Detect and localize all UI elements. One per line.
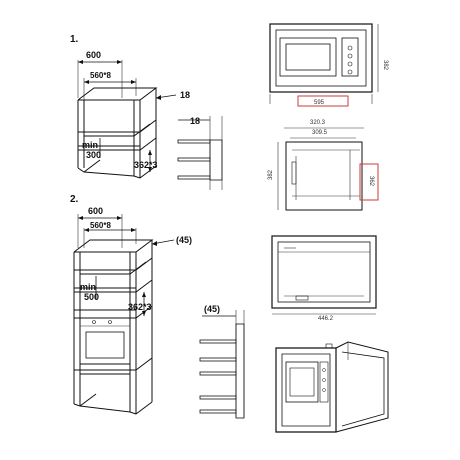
rear-view: 446.2 bbox=[271, 235, 377, 322]
opening-height-label-2: 362*3 bbox=[128, 302, 152, 312]
side-height-red: 362 bbox=[368, 176, 374, 187]
min-label-1: min bbox=[82, 140, 98, 150]
rear-width-label: 446.2 bbox=[318, 316, 334, 322]
side-width-top1: 320.3 bbox=[310, 120, 326, 126]
side-view: 320.3 309.5 382 362 bbox=[268, 120, 379, 211]
width-600-dimension-2 bbox=[77, 214, 123, 248]
height-highlight-box bbox=[359, 163, 379, 201]
installation-2: 2. 600 560*8 bbox=[70, 194, 245, 419]
detail-thickness-label-2: (45) bbox=[204, 304, 220, 314]
step-1-number: 1. bbox=[70, 34, 79, 45]
width-560-dimension-2 bbox=[83, 228, 137, 248]
width-560-dimension bbox=[83, 78, 137, 100]
detail-thickness-label-1: 18 bbox=[190, 116, 200, 126]
side-width-top2: 309.5 bbox=[312, 130, 328, 136]
panel-thickness-label-2: (45) bbox=[176, 235, 192, 245]
min-value-1: 300 bbox=[86, 150, 101, 160]
min-label-2: min bbox=[80, 282, 96, 292]
width-highlight-box bbox=[297, 95, 349, 107]
step-2-number: 2. bbox=[70, 194, 79, 205]
installation-1: 1. 600 560*8 bbox=[70, 34, 223, 190]
opening-height-label-1: 362*3 bbox=[134, 160, 158, 170]
cabinet-1 bbox=[77, 87, 158, 179]
front-width-label: 595 bbox=[314, 100, 325, 106]
microwave-perspective bbox=[275, 341, 389, 433]
side-detail-2: (45) bbox=[199, 304, 245, 419]
width-600-dimension bbox=[77, 60, 123, 98]
front-view: 595 382 bbox=[269, 23, 388, 107]
tall-cabinet bbox=[73, 239, 154, 415]
front-height-label: 382 bbox=[382, 60, 388, 71]
width-outer-label-2: 600 bbox=[88, 206, 103, 216]
panel-thickness-label: 18 bbox=[180, 90, 190, 100]
min-value-2: 500 bbox=[84, 292, 99, 302]
width-inner-label-2: 560*8 bbox=[90, 221, 111, 230]
width-inner-label: 560*8 bbox=[90, 71, 111, 80]
side-height-left: 382 bbox=[268, 169, 274, 180]
side-detail-1: 18 bbox=[177, 116, 223, 190]
width-outer-label: 600 bbox=[86, 50, 101, 60]
